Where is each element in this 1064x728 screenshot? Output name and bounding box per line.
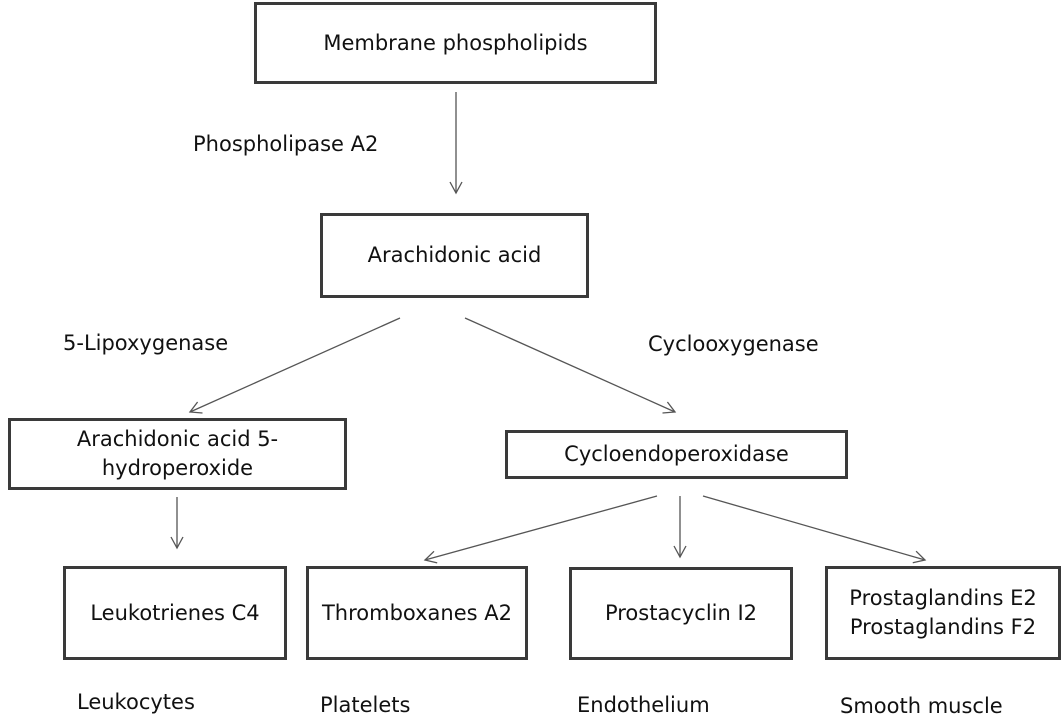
cyclooxygenase-label: Cyclooxygenase [648,332,819,356]
thromboxanes-label: Thromboxanes A2 [321,600,512,625]
arrow-cycloendo-to-thromboxanes [423,495,658,564]
hydroperoxide-box: Arachidonic acid 5- hydroperoxide [8,418,347,490]
arachidonic-acid-label: Arachidonic acid [367,243,542,267]
smooth-muscle-label: Smooth muscle [840,694,1003,718]
leukocytes-label: Leukocytes [77,690,195,714]
arrow-cycloendo-to-prostaglandins [702,495,927,564]
membrane-phospholipids-label: Membrane phospholipids [323,30,588,55]
leukotrienes-box: Leukotrienes C4 [63,566,287,660]
thromboxanes-box: Thromboxanes A2 [306,566,528,660]
prostaglandins-label-line1: Prostaglandins E2 [849,586,1037,610]
endothelium-label: Endothelium [577,693,710,717]
phospholipase-label: Phospholipase A2 [193,132,379,156]
arrow-arachidonic-to-cycloendo [464,317,677,414]
cycloendoperoxidase-label: Cycloendoperoxidase [564,442,789,466]
prostaglandins-label-line2: Prostaglandins F2 [849,615,1037,639]
cycloendoperoxidase-box: Cycloendoperoxidase [505,430,848,479]
platelets-label: Platelets [320,693,411,717]
lipoxygenase-label: 5-Lipoxygenase [63,331,229,355]
arrow-arachidonic-to-hydroperoxide [188,317,401,414]
prostaglandins-box: Prostaglandins E2 Prostaglandins F2 [825,566,1061,660]
leukotrienes-label: Leukotrienes C4 [90,600,260,625]
prostacyclin-box: Prostacyclin I2 [569,567,793,660]
prostacyclin-label: Prostacyclin I2 [604,601,758,625]
membrane-phospholipids-box: Membrane phospholipids [254,2,657,84]
arachidonic-acid-box: Arachidonic acid [320,213,589,298]
hydroperoxide-label-line2: hydroperoxide [101,456,254,480]
hydroperoxide-label-line1: Arachidonic acid 5- [76,427,279,451]
